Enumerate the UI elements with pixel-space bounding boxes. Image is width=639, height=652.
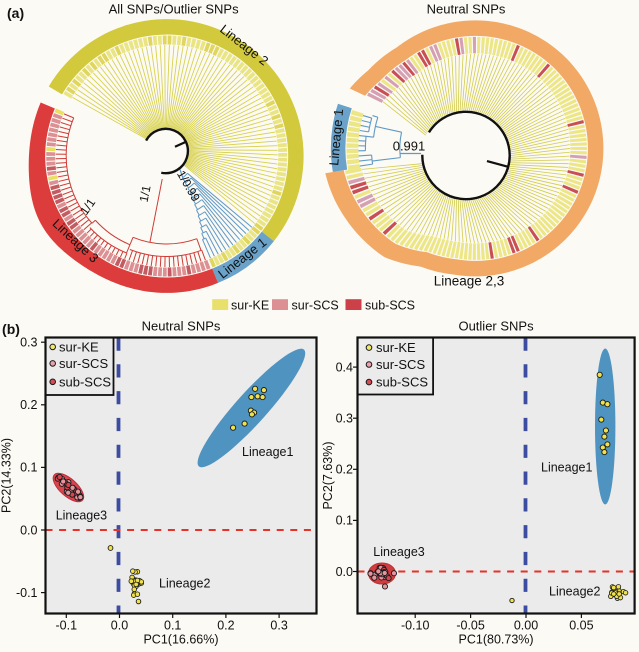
svg-text:Neutral SNPs: Neutral SNPs (142, 319, 221, 334)
svg-text:-0.05: -0.05 (456, 619, 485, 633)
svg-text:0.3: 0.3 (270, 619, 287, 633)
svg-text:sub-SCS: sub-SCS (365, 299, 415, 313)
svg-text:-0.10: -0.10 (401, 619, 430, 633)
svg-text:sur-SCS: sur-SCS (292, 299, 339, 313)
svg-text:0.3: 0.3 (20, 336, 37, 350)
svg-text:0.1: 0.1 (336, 514, 353, 528)
svg-text:All SNPs/Outlier SNPs: All SNPs/Outlier SNPs (109, 2, 240, 17)
svg-text:0.2: 0.2 (217, 619, 234, 633)
svg-text:(a): (a) (7, 5, 24, 21)
svg-text:-0.1: -0.1 (16, 586, 38, 600)
svg-text:sur-SCS: sur-SCS (376, 357, 425, 372)
svg-text:0.2: 0.2 (20, 398, 37, 412)
svg-text:sur-SCS: sur-SCS (59, 356, 108, 371)
svg-text:0.0: 0.0 (111, 619, 128, 633)
svg-text:0.00: 0.00 (514, 619, 538, 633)
svg-text:Lineage2: Lineage2 (549, 585, 600, 599)
svg-text:0.1: 0.1 (164, 619, 181, 633)
svg-text:Lineage3: Lineage3 (373, 545, 424, 559)
svg-text:0.991: 0.991 (393, 139, 426, 154)
svg-text:PC1(80.73%): PC1(80.73%) (459, 633, 534, 647)
svg-text:PC2(14.33%): PC2(14.33%) (0, 438, 14, 513)
svg-text:Lineage1: Lineage1 (541, 461, 592, 475)
svg-text:sur-KE: sur-KE (231, 299, 269, 313)
svg-text:PC1(16.66%): PC1(16.66%) (143, 633, 218, 647)
svg-text:0.2: 0.2 (336, 463, 353, 477)
svg-text:Lineage2: Lineage2 (159, 577, 210, 591)
svg-text:Lineage 2,3: Lineage 2,3 (434, 274, 505, 289)
svg-text:0.0: 0.0 (20, 523, 37, 537)
svg-text:0.1: 0.1 (20, 461, 37, 475)
svg-text:Lineage1: Lineage1 (242, 445, 293, 459)
svg-text:PC2(7.63%): PC2(7.63%) (321, 441, 335, 509)
svg-text:0.05: 0.05 (569, 619, 593, 633)
svg-text:Lineage3: Lineage3 (56, 509, 107, 523)
svg-text:(b): (b) (2, 321, 20, 337)
svg-text:sub-SCS: sub-SCS (59, 374, 111, 389)
svg-text:Neutral SNPs: Neutral SNPs (427, 2, 506, 17)
svg-text:0.0: 0.0 (336, 565, 353, 579)
svg-text:-0.1: -0.1 (56, 619, 78, 633)
svg-text:sur-KE: sur-KE (59, 339, 99, 354)
svg-text:Outlier SNPs: Outlier SNPs (458, 319, 534, 334)
svg-text:0.3: 0.3 (336, 412, 353, 426)
svg-text:sur-KE: sur-KE (376, 340, 416, 355)
svg-text:0.4: 0.4 (336, 360, 353, 374)
svg-text:sub-SCS: sub-SCS (376, 375, 428, 390)
